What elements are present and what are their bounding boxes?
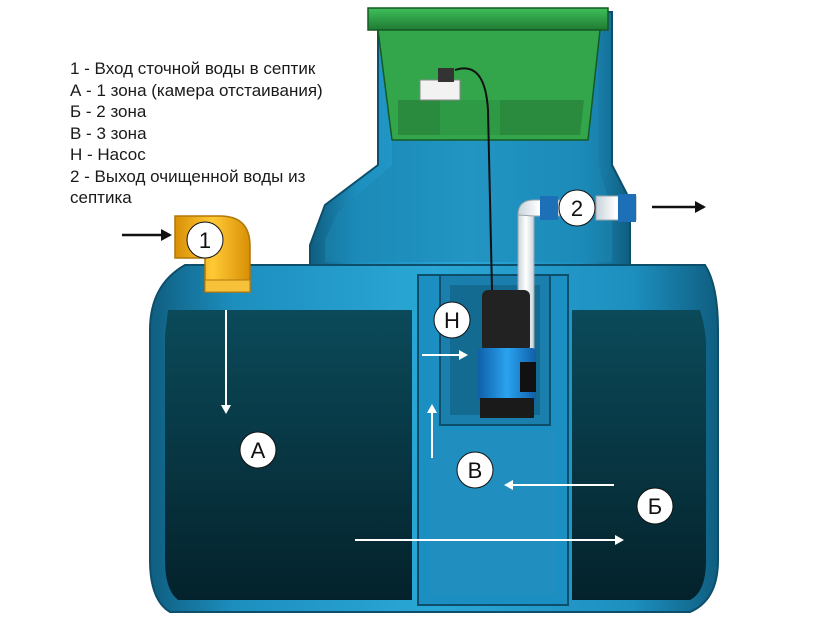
tank-body [149, 264, 719, 613]
legend-item-inlet: 1 - Вход сточной воды в септик [70, 59, 316, 78]
legend-item-zone-a: А - 1 зона (камера отстаивания) [70, 80, 323, 100]
legend-item-outlet: 2 - Выход очищенной воды из [70, 166, 306, 186]
callout-inlet-label: 1 [199, 228, 211, 253]
legend-item-outlet-cont: септика [70, 188, 132, 207]
legend-item-pump: Н - Насос [70, 145, 146, 164]
legend-item-zone-v: В - 3 зона [70, 123, 147, 143]
legend: 1 - Вход сточной воды в септик А - 1 зон… [70, 58, 323, 209]
callout-inlet: 1 [186, 221, 224, 259]
callout-zone-b-label: Б [648, 494, 662, 519]
submersible-pump-icon [478, 290, 536, 418]
legend-item-zone-b: Б - 2 зона [70, 102, 147, 121]
callout-outlet: 2 [558, 189, 596, 227]
water-zone-b [572, 310, 706, 600]
callout-zone-b: Б [636, 487, 674, 525]
callout-outlet-label: 2 [571, 196, 583, 221]
callout-pump: Н [433, 301, 471, 339]
callout-zone-v: В [456, 451, 494, 489]
pump-cable [454, 67, 493, 291]
callout-zone-v-label: В [468, 458, 483, 483]
callout-pump-label: Н [444, 308, 460, 333]
callout-zone-a: А [239, 431, 277, 469]
control-box-icon [419, 68, 461, 101]
green-lid [367, 7, 609, 141]
callout-zone-a-label: А [251, 438, 266, 463]
water-zone-a [165, 310, 412, 600]
flow-arrows [221, 310, 624, 545]
